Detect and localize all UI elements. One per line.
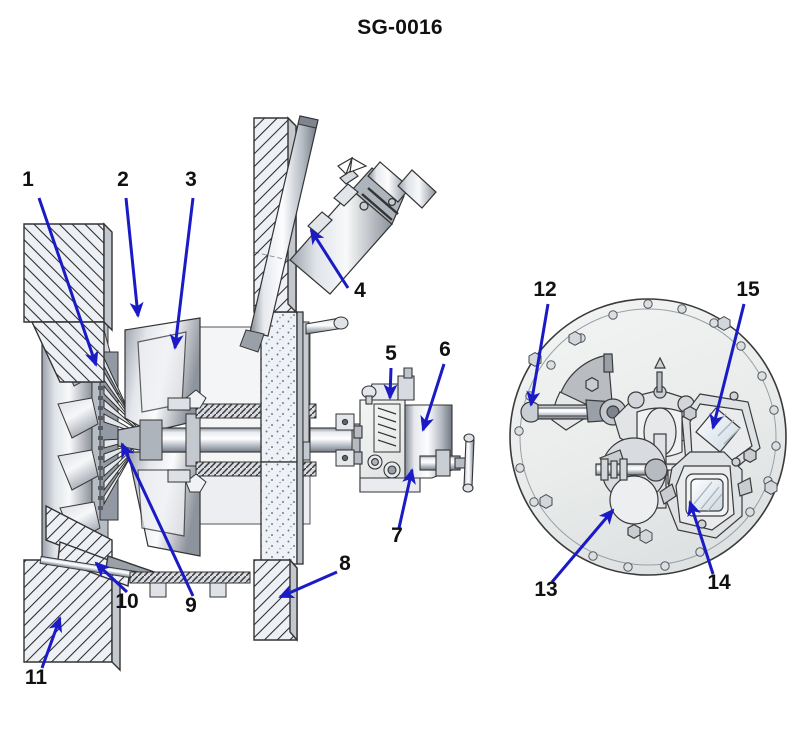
valve-body-assembly [353,367,475,493]
callout-label-9: 9 [185,594,197,617]
inspection-port-lower[interactable] [659,451,753,539]
bolt-holes [514,299,781,572]
leader-5 [383,367,398,400]
endplate-view [509,298,787,576]
figure-title: SG-0016 [357,16,443,39]
leader-10 [94,561,129,594]
section-view [23,115,475,672]
callout-label-15: 15 [736,278,760,301]
leader-9 [120,442,195,597]
leader-14 [687,500,715,575]
leader-2 [124,197,144,318]
diagonal-tube-upper [239,115,319,353]
center-spider-frame [595,356,717,539]
leader-15 [709,303,746,430]
leader-7 [397,468,416,529]
mount-rail [129,571,251,598]
leader-1 [37,197,99,367]
callout-label-4: 4 [354,279,366,302]
leader-8 [278,570,338,599]
callout-label-1: 1 [22,168,34,191]
callout-label-14: 14 [707,571,731,594]
callout-label-10: 10 [115,590,138,613]
callout-label-12: 12 [533,278,556,301]
callout-label-2: 2 [117,168,129,191]
callout-label-6: 6 [439,338,451,361]
leader-12 [526,303,550,407]
leader-3 [169,197,195,350]
callout-leaders [37,197,746,669]
concrete-wall-stippled [260,311,304,565]
lever-handle[interactable] [302,316,349,443]
cylinder-actuator [289,156,437,295]
callout-label-13: 13 [534,578,557,601]
callout-label-11: 11 [25,666,48,689]
leader-6 [420,363,446,432]
callout-label-7: 7 [391,524,403,547]
leader-11 [40,616,62,669]
callout-numbers: 1 2 3 4 5 6 7 8 9 10 11 12 13 14 15 [22,168,760,689]
linkage-arm[interactable] [520,398,627,426]
callout-label-3: 3 [185,168,197,191]
callout-label-8: 8 [339,552,351,575]
leader-13 [550,508,615,583]
shaft-bracket [335,413,355,467]
wall-slab-lower [253,558,298,642]
callout-label-5: 5 [385,342,397,365]
leader-4 [309,228,350,289]
